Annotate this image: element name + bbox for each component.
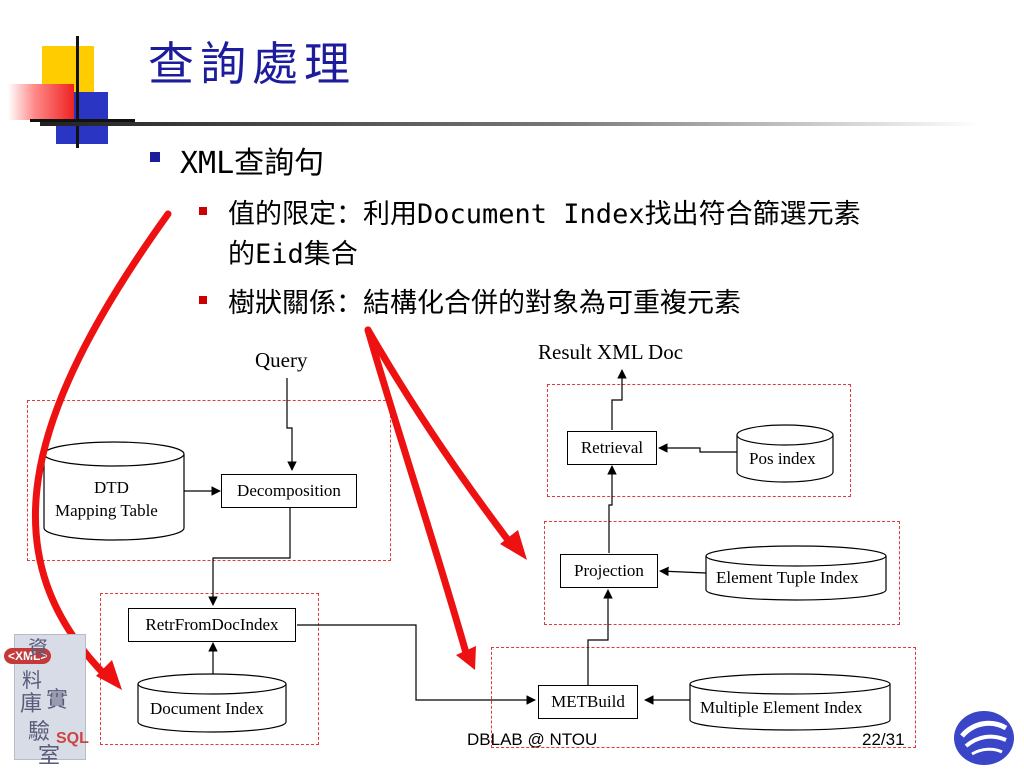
node-decomposition: Decomposition bbox=[221, 474, 357, 508]
title-underline bbox=[40, 122, 980, 126]
bullet-value-constraint: 值的限定：利用Document Index找出符合篩選元素 bbox=[228, 199, 861, 230]
bullet-marker bbox=[199, 207, 207, 215]
node-dtd-line2: Mapping Table bbox=[55, 501, 158, 520]
bullet-marker bbox=[199, 296, 207, 304]
node-retr-from-doc-index: RetrFromDocIndex bbox=[128, 608, 296, 642]
footer-page-number: 22/31 bbox=[862, 730, 905, 749]
university-emblem-icon bbox=[954, 711, 1014, 765]
edge-metbuild-to-projection bbox=[587, 589, 613, 685]
bullet-xml-query: XML查詢句 bbox=[180, 146, 325, 181]
node-pos-index: Pos index bbox=[749, 449, 816, 468]
edge-retr-to-metbuild bbox=[297, 624, 536, 705]
node-met-build: METBuild bbox=[538, 685, 638, 719]
footer-center-text: DBLAB @ NTOU bbox=[467, 730, 598, 749]
cylinder-dtd-mapping-table bbox=[43, 441, 185, 541]
node-projection: Projection bbox=[560, 554, 658, 588]
bullet-tree-relation: 樹狀關係：結構化合併的對象為可重複元素 bbox=[228, 288, 741, 319]
red-arrow-to-document-index bbox=[31, 210, 172, 682]
corner-decoration bbox=[0, 0, 140, 160]
cylinder-multiple-element-index bbox=[689, 673, 891, 731]
node-multiple-element-index: Multiple Element Index bbox=[700, 698, 863, 717]
page-title: 查詢處理 bbox=[148, 37, 356, 91]
group-projection bbox=[544, 521, 900, 625]
bullet-marker bbox=[150, 152, 160, 162]
edge-posindex-to-retrieval bbox=[658, 443, 737, 453]
group-retrieval bbox=[547, 384, 851, 497]
cylinder-pos-index bbox=[736, 424, 834, 483]
group-met-build bbox=[491, 647, 916, 748]
cylinder-element-tuple-index bbox=[705, 545, 887, 601]
dblab-logo: <XML> 資 料 庫 實 驗 室 SQL bbox=[0, 630, 100, 769]
bullet-value-constraint-cont: 的Eid集合 bbox=[228, 239, 358, 270]
edge-query-to-decomposition bbox=[286, 378, 297, 471]
node-element-tuple-index: Element Tuple Index bbox=[716, 568, 859, 587]
edge-projection-to-retrieval bbox=[607, 465, 617, 553]
node-document-index: Document Index bbox=[150, 699, 264, 718]
edge-decomposition-to-retr bbox=[208, 508, 291, 606]
node-dtd-line1: DTD bbox=[94, 478, 129, 497]
label-result-xml-doc: Result XML Doc bbox=[538, 340, 684, 364]
red-arrow-to-met-build bbox=[364, 326, 472, 664]
edge-retrieval-to-result bbox=[611, 369, 627, 430]
red-arrow-to-projection bbox=[364, 326, 518, 552]
label-query: Query bbox=[255, 348, 308, 372]
node-retrieval: Retrieval bbox=[567, 431, 657, 465]
cylinder-document-index bbox=[137, 673, 287, 733]
edge-elemtuple-to-projection bbox=[659, 566, 707, 577]
group-decomposition bbox=[27, 400, 391, 561]
